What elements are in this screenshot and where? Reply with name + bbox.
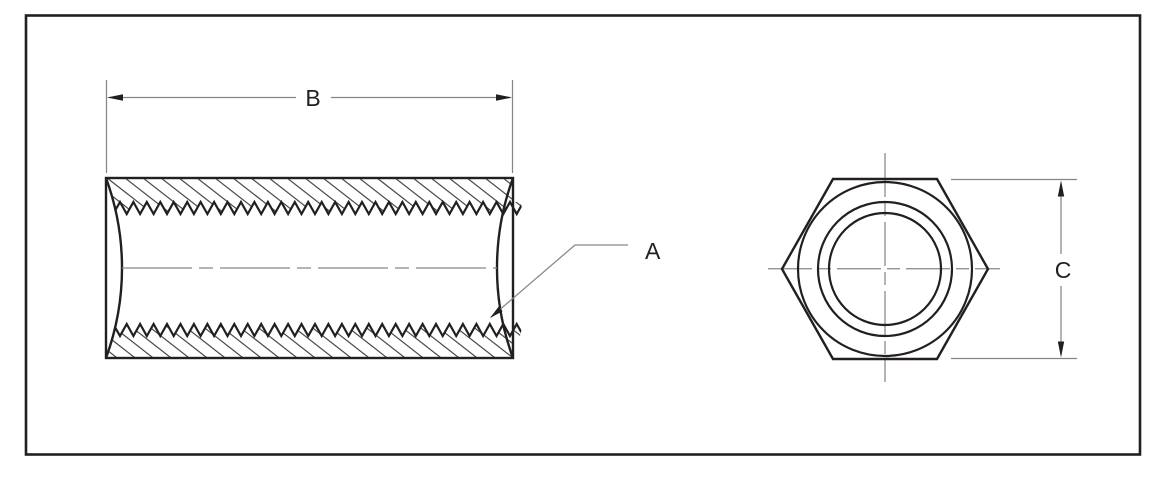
thread-profile-bottom (106, 321, 530, 339)
dimension-b-label: B (305, 85, 320, 111)
chamfer-circle (796, 180, 974, 358)
arrowhead-down-icon (1057, 341, 1065, 358)
side-view (104, 176, 530, 360)
thread-section (106, 178, 530, 358)
arrowhead-up-icon (1057, 180, 1065, 197)
leader-arrowhead-icon (490, 306, 503, 318)
left-end-chamfer-arc (104, 177, 124, 359)
dimension-c-label: C (1055, 257, 1072, 283)
thread-major-circle (816, 200, 954, 338)
dimension-b: B (105, 80, 514, 173)
drawing-border (24, 14, 1142, 456)
leader-line (490, 244, 628, 318)
thread-callout-label: A (645, 238, 661, 264)
leader-a: A (490, 238, 661, 318)
dimension-c: C (951, 178, 1077, 360)
arrowhead-left-icon (107, 94, 123, 101)
thread-profile-top (106, 199, 530, 217)
bore-circle (827, 211, 943, 327)
end-view (768, 153, 1000, 382)
arrowhead-right-icon (496, 94, 512, 101)
hex-outline (780, 177, 990, 361)
nut-body-outline (104, 176, 515, 360)
section-hatching-top (106, 178, 530, 214)
